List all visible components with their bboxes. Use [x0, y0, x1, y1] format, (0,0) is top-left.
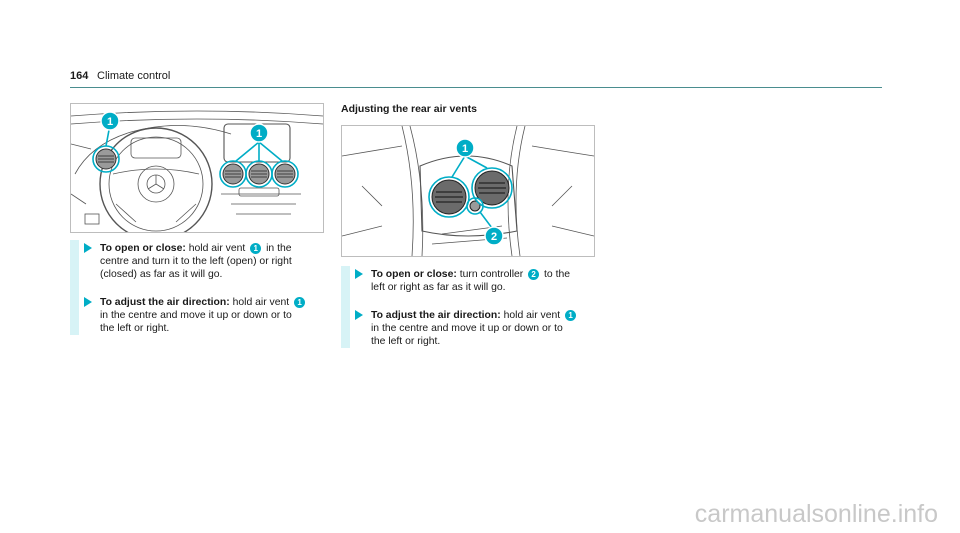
callout-1-center: 1 — [256, 128, 262, 140]
arrow-icon — [355, 310, 363, 320]
step-line: the left or right. — [371, 336, 441, 347]
step-line: To open or close: hold air vent 1 in the — [100, 243, 292, 254]
page-title: Climate control — [97, 70, 171, 82]
arrow-icon — [84, 297, 92, 307]
left-highlight-bar — [70, 240, 79, 335]
step-line: in the centre and move it up or down or … — [371, 323, 563, 334]
step-label: To open or close: — [100, 243, 186, 254]
page-header: 164 Climate control — [70, 70, 882, 88]
step-label: To adjust the air direction: — [371, 310, 501, 321]
step-line: in the centre and move it up or down or … — [100, 310, 292, 321]
step-line: To adjust the air direction: hold air ve… — [371, 309, 578, 322]
step-label: To open or close: — [371, 269, 457, 280]
arrow-icon — [84, 243, 92, 253]
step-line: To open or close: turn controller 2 to t… — [371, 269, 571, 280]
callout-badge: 1 — [250, 243, 262, 254]
page-number: 164 — [70, 70, 89, 82]
step-text: To adjust the air direction: hold air ve… — [100, 296, 307, 335]
step-text: To open or close: turn controller 2 to t… — [371, 268, 570, 294]
callout-1-rear: 1 — [462, 143, 468, 155]
callout-badge: 1 — [294, 297, 306, 308]
step-text: To open or close: hold air vent 1 in the… — [100, 242, 292, 281]
step-line: To adjust the air direction: hold air ve… — [100, 296, 307, 309]
callout-1-left: 1 — [107, 116, 113, 128]
rear-vents-illustration: 1 2 — [341, 125, 595, 257]
dashboard-illustration: 1 1 — [70, 103, 324, 233]
header-rule — [70, 87, 882, 88]
section-heading: Adjusting the rear air vents — [341, 103, 477, 115]
step-text: To adjust the air direction: hold air ve… — [371, 309, 578, 348]
step-line: left or right as far as it will go. — [371, 282, 506, 293]
step-line: centre and turn it to the left (open) or… — [100, 256, 292, 267]
watermark: carmanualsonline.info — [694, 500, 938, 528]
right-highlight-bar — [341, 266, 350, 348]
step-line: (closed) as far as it will go. — [100, 269, 223, 280]
callout-badge: 2 — [528, 269, 540, 280]
step-label: To adjust the air direction: — [100, 297, 230, 308]
callout-badge: 1 — [565, 310, 577, 321]
arrow-icon — [355, 269, 363, 279]
step-line: the left or right. — [100, 323, 170, 334]
callout-2-rear: 2 — [491, 231, 497, 243]
